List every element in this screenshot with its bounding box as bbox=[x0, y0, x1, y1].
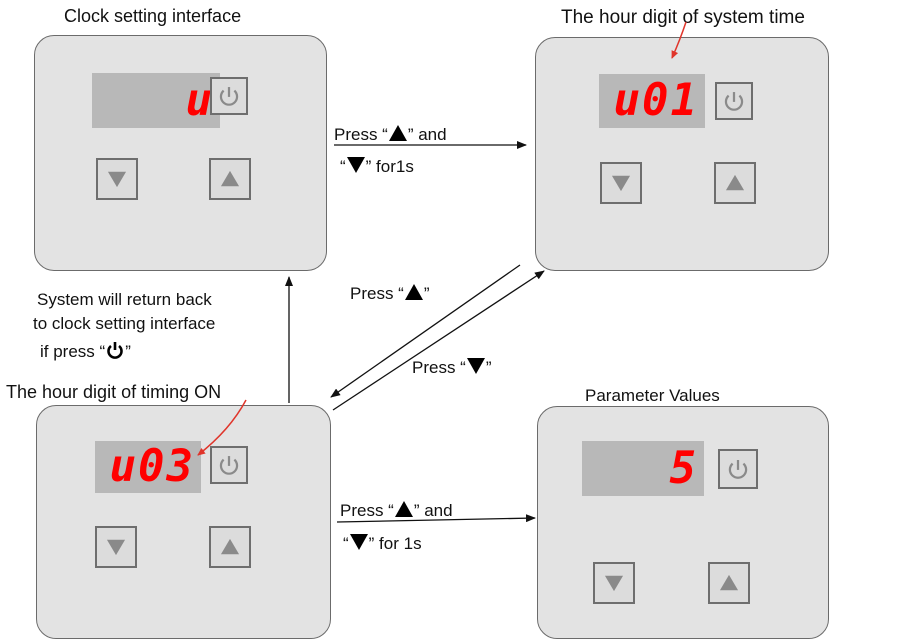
arrow-timing-to-params bbox=[336, 514, 536, 523]
power-button[interactable] bbox=[718, 449, 758, 489]
clock-setting-title: Clock setting interface bbox=[64, 6, 242, 26]
label-press-down: Press “” bbox=[412, 357, 492, 380]
timing-hour-panel: u03 bbox=[36, 405, 331, 639]
power-icon bbox=[219, 456, 239, 475]
parameter-values-title: Parameter Values bbox=[585, 386, 720, 405]
red-pointer-system bbox=[671, 21, 687, 59]
down-button[interactable] bbox=[593, 562, 635, 604]
down-triangle-icon bbox=[107, 171, 127, 188]
label-press-up: Press “” bbox=[350, 283, 430, 306]
up-button[interactable] bbox=[714, 162, 756, 204]
system-hour-display: u01 bbox=[599, 74, 705, 128]
label-down-for-1s: “” for1s bbox=[340, 156, 414, 179]
up-button[interactable] bbox=[209, 526, 251, 568]
timing-hour-display: u03 bbox=[95, 441, 201, 493]
power-icon bbox=[105, 340, 125, 365]
down-triangle-icon bbox=[346, 156, 366, 179]
parameter-values-panel: 5 bbox=[537, 406, 829, 639]
up-triangle-icon bbox=[394, 500, 414, 523]
arrow-timing-to-system bbox=[332, 270, 545, 411]
power-button[interactable] bbox=[715, 82, 753, 120]
down-triangle-icon bbox=[611, 175, 631, 192]
down-triangle-icon bbox=[604, 575, 624, 592]
return-note-line1: System will return back bbox=[37, 290, 212, 309]
power-icon bbox=[728, 460, 748, 479]
red-pointer-timing bbox=[197, 399, 247, 456]
down-triangle-icon bbox=[349, 533, 369, 556]
up-button[interactable] bbox=[708, 562, 750, 604]
up-triangle-icon bbox=[725, 174, 745, 191]
up-triangle-icon bbox=[388, 124, 408, 147]
up-button[interactable] bbox=[209, 158, 251, 200]
down-button[interactable] bbox=[96, 158, 138, 200]
power-button[interactable] bbox=[210, 446, 248, 484]
return-note-line3: if press “” bbox=[40, 340, 131, 365]
down-button[interactable] bbox=[600, 162, 642, 204]
label-press-up-and: Press “” and bbox=[334, 124, 447, 147]
system-hour-title: The hour digit of system time bbox=[561, 7, 805, 28]
clock-setting-panel: u bbox=[34, 35, 327, 271]
down-button[interactable] bbox=[95, 526, 137, 568]
up-triangle-icon bbox=[404, 283, 424, 306]
system-hour-panel: u01 bbox=[535, 37, 829, 271]
down-triangle-icon bbox=[106, 539, 126, 556]
arrow-system-to-timing bbox=[330, 264, 521, 398]
power-icon bbox=[219, 87, 239, 106]
label-press-up-and-2: Press “” and bbox=[340, 500, 453, 523]
up-triangle-icon bbox=[220, 538, 240, 555]
clock-display: u bbox=[92, 73, 220, 128]
label-down-for-1s-2: “” for 1s bbox=[343, 533, 422, 556]
down-triangle-icon bbox=[466, 357, 486, 380]
timing-hour-title: The hour digit of timing ON bbox=[6, 382, 222, 402]
return-note-line2: to clock setting interface bbox=[33, 314, 216, 333]
up-triangle-icon bbox=[719, 574, 739, 591]
power-button[interactable] bbox=[210, 77, 248, 115]
parameter-display: 5 bbox=[582, 441, 704, 496]
up-triangle-icon bbox=[220, 170, 240, 187]
power-icon bbox=[724, 92, 744, 111]
